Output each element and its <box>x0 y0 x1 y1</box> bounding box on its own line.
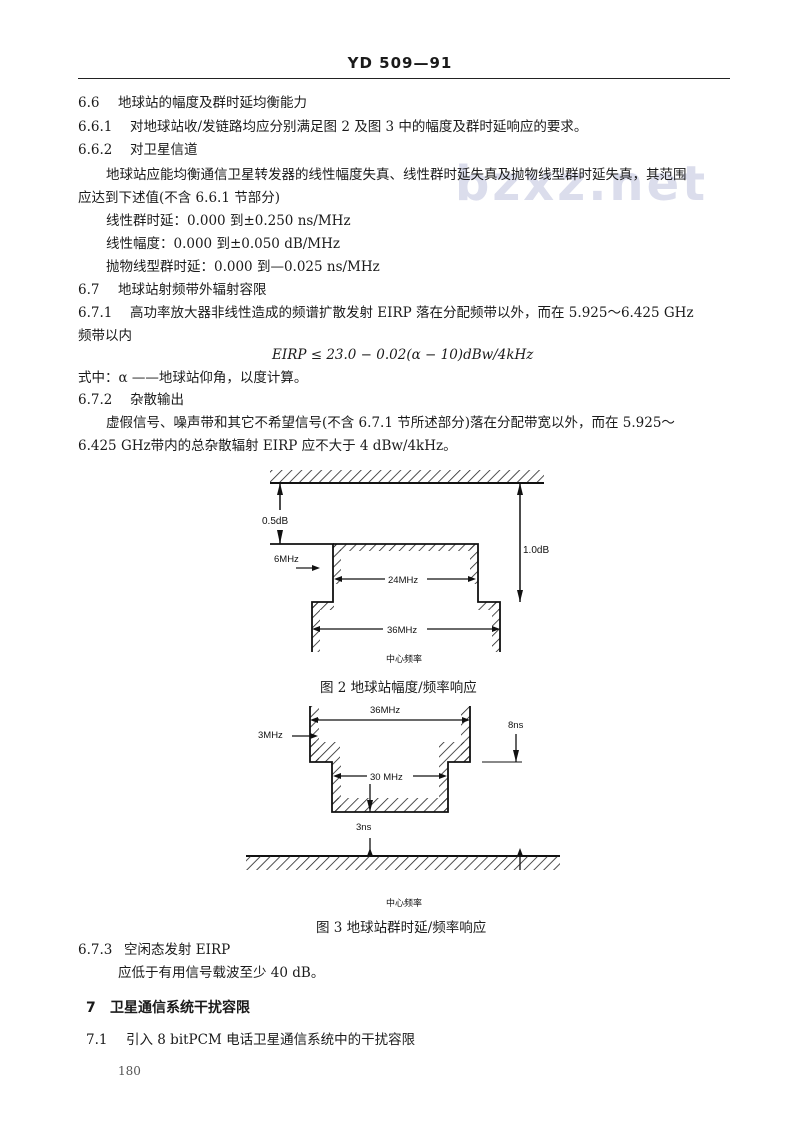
label-8ns: 8ns <box>508 720 524 731</box>
arrow-head <box>277 483 283 495</box>
section-title: 地球站射频带外辐射容限 <box>118 282 267 298</box>
section-number: 6.6.1 <box>78 119 113 135</box>
upper-mask-hatch <box>439 762 448 812</box>
eirp-formula: EIRP ≤ 23.0 − 0.02(α − 10)dBw/4kHz <box>272 347 534 363</box>
section-6-7-2-heading: 6.7.2 杂散输出 <box>78 391 184 409</box>
arrow-head <box>310 717 318 723</box>
section-6-6-1: 6.6.1 对地球站收/发链路均应分别满足图 2 及图 3 中的幅度及群时延响应的… <box>78 118 587 136</box>
label-center-frequency: 中心频率 <box>386 897 422 908</box>
label-bg <box>366 703 410 716</box>
paragraph-line: 频带以内 <box>78 328 132 344</box>
lower-mask-hatch <box>312 602 320 652</box>
upper-mask-hatch <box>332 762 341 812</box>
section-title: 引入 8 bitPCM 电话卫星通信系统中的干扰容限 <box>126 1032 416 1048</box>
lower-mask-hatch <box>333 544 478 551</box>
arrow-head <box>312 626 320 632</box>
paragraph-line: 应低于有用信号载波至少 40 dB。 <box>118 965 325 981</box>
section-title: 空闲态发射 EIRP <box>124 942 231 958</box>
lower-limit-hatch <box>246 856 560 870</box>
spec-item: 线性群时延：0.000 到±0.250 ns/MHz <box>106 213 351 229</box>
label-36mhz: 36MHz <box>387 625 417 636</box>
arrow-head <box>367 848 373 856</box>
paragraph-line: 6.425 GHz带内的总杂散辐射 EIRP 应不大于 4 dBw/4kHz。 <box>78 438 457 454</box>
label-1-0db: 1.0dB <box>523 545 549 556</box>
label-bg <box>385 571 427 585</box>
section-text: 高功率放大器非线性造成的频谱扩散发射 EIRP 落在分配频带以外，而在 5.92… <box>130 305 694 321</box>
label-bg <box>383 621 427 635</box>
lower-mask-right <box>333 543 501 652</box>
section-number: 6.6 <box>78 95 100 111</box>
paragraph-line: 应达到下述值(不含 6.6.1 节部分) <box>78 190 280 206</box>
upper-mask-outline <box>309 706 471 813</box>
figure-3-caption: 图 3 地球站群时延/频率响应 <box>316 920 487 936</box>
figure-2-caption: 图 2 地球站幅度/频率响应 <box>320 680 477 696</box>
arrow-head <box>513 750 519 762</box>
section-6-6-heading: 6.6 地球站的幅度及群时延均衡能力 <box>78 94 307 112</box>
label-6mhz: 6MHz <box>274 554 299 565</box>
section-6-7-heading: 6.7 地球站射频带外辐射容限 <box>78 281 267 299</box>
section-6-7-3-heading: 6.7.3 空闲态发射 EIRP <box>78 941 230 959</box>
label-30mhz: 30 MHz <box>370 772 403 783</box>
arrow-head <box>517 590 523 602</box>
lower-mask-hatch <box>478 602 500 610</box>
header-rule <box>78 78 730 79</box>
section-number: 6.7.2 <box>78 392 113 408</box>
arrow-head <box>517 483 523 495</box>
lower-mask-left <box>270 543 334 652</box>
section-number: 6.6.2 <box>78 142 113 158</box>
upper-mask-hatch <box>310 742 340 762</box>
section-6-6-2-heading: 6.6.2 对卫星信道 <box>78 141 198 159</box>
arrow-head <box>312 565 320 571</box>
section-text: 对地球站收/发链路均应分别满足图 2 及图 3 中的幅度及群时延响应的要求。 <box>130 119 588 135</box>
section-number: 6.7.3 <box>78 942 113 958</box>
lower-mask-hatch <box>312 602 334 610</box>
lower-mask-hatch <box>492 602 500 652</box>
arrow-head <box>439 773 447 779</box>
lower-mask-hatch <box>470 544 478 584</box>
label-0-5db: 0.5dB <box>262 516 288 527</box>
section-number: 7 <box>86 1000 96 1016</box>
lower-mask-hatch <box>333 544 341 584</box>
arrow-head <box>334 576 342 582</box>
arrow-head <box>462 717 470 723</box>
section-title: 杂散输出 <box>130 392 184 408</box>
arrow-head <box>310 733 318 739</box>
upper-limit-hatch <box>270 470 544 483</box>
upper-mask-hatch <box>310 706 319 762</box>
paragraph-line: 地球站应能均衡通信卫星转发器的线性幅度失真、线性群时延失真及抛物线型群时延失真，… <box>106 167 687 183</box>
arrow-head <box>517 848 523 856</box>
document-code: YD 509—91 <box>347 54 453 72</box>
spec-item: 抛物线型群时延：0.000 到—0.025 ns/MHz <box>106 259 380 275</box>
section-6-7-1: 6.7.1 高功率放大器非线性造成的频谱扩散发射 EIRP 落在分配频带以外，而在… <box>78 304 694 322</box>
spec-item: 线性幅度：0.000 到±0.050 dB/MHz <box>106 236 341 252</box>
formula-note: 式中：α ——地球站仰角，以度计算。 <box>78 370 308 386</box>
arrow-head <box>333 773 341 779</box>
section-7-heading: 7 卫星通信系统干扰容限 <box>86 997 250 1017</box>
section-7-1-heading: 7.1 引入 8 bitPCM 电话卫星通信系统中的干扰容限 <box>86 1031 415 1049</box>
arrow-head <box>492 626 500 632</box>
figure-3-group-delay-mask: 36MHz 3MHz 8ns 30 MHz 3ns 中心频率 <box>246 703 560 908</box>
section-title: 卫星通信系统干扰容限 <box>110 1000 250 1016</box>
watermark: bzxz.net <box>455 156 709 212</box>
label-3ns: 3ns <box>356 822 372 833</box>
label-bg <box>367 768 413 782</box>
upper-mask-hatch <box>461 706 470 762</box>
section-number: 7.1 <box>86 1032 108 1048</box>
paragraph-line: 虚假信号、噪声带和其它不希望信号(不含 6.7.1 节所述部分)落在分配带宽以外… <box>106 415 675 431</box>
arrow-head <box>468 576 476 582</box>
page-number: 180 <box>118 1064 141 1078</box>
section-title: 对卫星信道 <box>130 142 198 158</box>
label-center-frequency: 中心频率 <box>386 653 422 664</box>
section-title: 地球站的幅度及群时延均衡能力 <box>118 95 307 111</box>
label-36mhz: 36MHz <box>370 705 400 716</box>
upper-mask-hatch <box>332 798 448 812</box>
label-24mhz: 24MHz <box>388 575 418 586</box>
arrow-head <box>367 800 373 812</box>
section-number: 6.7.1 <box>78 305 113 321</box>
label-3mhz: 3MHz <box>258 730 283 741</box>
section-number: 6.7 <box>78 282 100 298</box>
figure-2-amplitude-mask: 0.5dB 1.0dB 6MHz 24MHz 36MHz 中心频率 <box>262 470 549 664</box>
